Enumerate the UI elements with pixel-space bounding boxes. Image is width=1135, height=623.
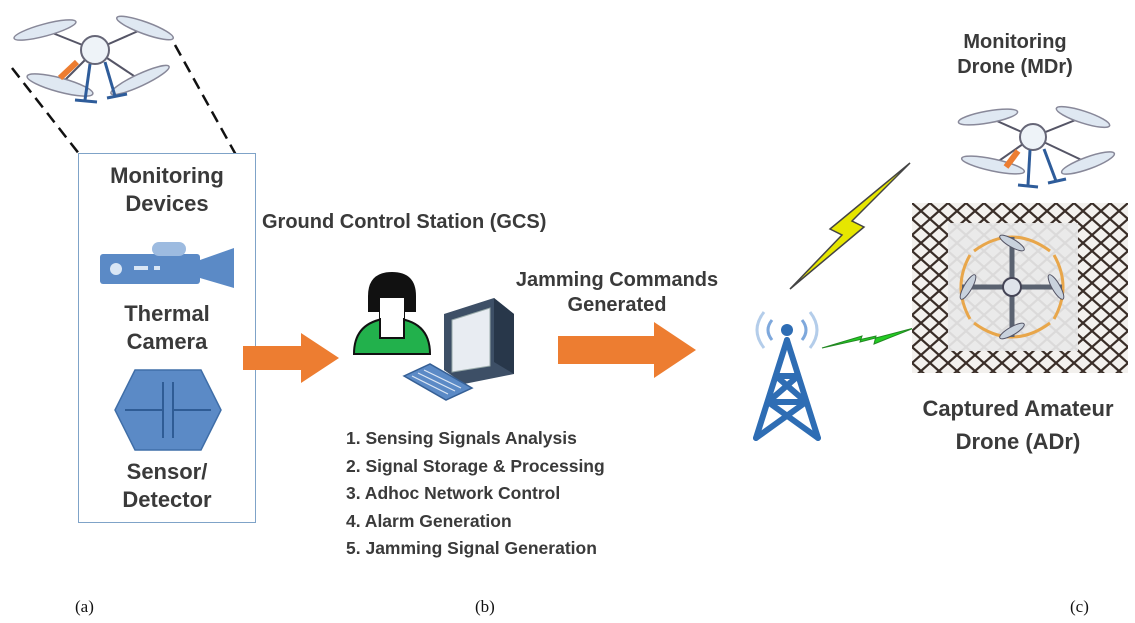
operator-person-icon bbox=[352, 272, 432, 355]
gcs-task-item: 4. Alarm Generation bbox=[346, 510, 512, 531]
keyboard-icon bbox=[402, 363, 474, 401]
arrow-to-gcs bbox=[243, 333, 339, 383]
jamming-commands-label: Jamming Commands Generated bbox=[515, 269, 719, 316]
caption-a: (a) bbox=[75, 597, 94, 616]
sensor-detector-label: Sensor/ Detector bbox=[122, 459, 212, 512]
sensor-detector-icon bbox=[114, 369, 222, 451]
gcs-task-list: 1. Sensing Signals Analysis 2. Signal St… bbox=[346, 425, 605, 563]
captured-drone-net-image bbox=[912, 203, 1128, 373]
gcs-task-item: 3. Adhoc Network Control bbox=[346, 483, 561, 503]
computer-monitor-icon bbox=[444, 298, 514, 384]
green-lightning-icon bbox=[821, 327, 915, 349]
gcs-title: Ground Control Station (GCS) bbox=[262, 211, 547, 233]
gcs-task-item: 5. Jamming Signal Generation bbox=[346, 538, 597, 558]
monitoring-devices-box bbox=[78, 153, 256, 523]
radio-tower-icon bbox=[753, 311, 821, 441]
yellow-lightning-icon bbox=[789, 162, 911, 290]
gcs-task-item: 1. Sensing Signals Analysis bbox=[346, 428, 577, 448]
thermal-camera-icon bbox=[100, 242, 234, 288]
monitoring-drone-icon bbox=[13, 15, 175, 104]
caption-c: (c) bbox=[1070, 597, 1089, 616]
monitoring-drone-label: Monitoring Drone (MDr) bbox=[957, 31, 1073, 78]
gcs-task-item: 2. Signal Storage & Processing bbox=[346, 455, 605, 476]
monitoring-devices-title: Monitoring Devices bbox=[110, 163, 224, 216]
monitoring-drone-mdr-icon bbox=[957, 105, 1116, 189]
arrow-to-tower bbox=[558, 322, 696, 378]
thermal-camera-label: Thermal Camera bbox=[124, 301, 210, 354]
caption-b: (b) bbox=[475, 597, 495, 616]
captured-drone-label: Captured Amateur Drone (ADr) bbox=[922, 396, 1114, 454]
